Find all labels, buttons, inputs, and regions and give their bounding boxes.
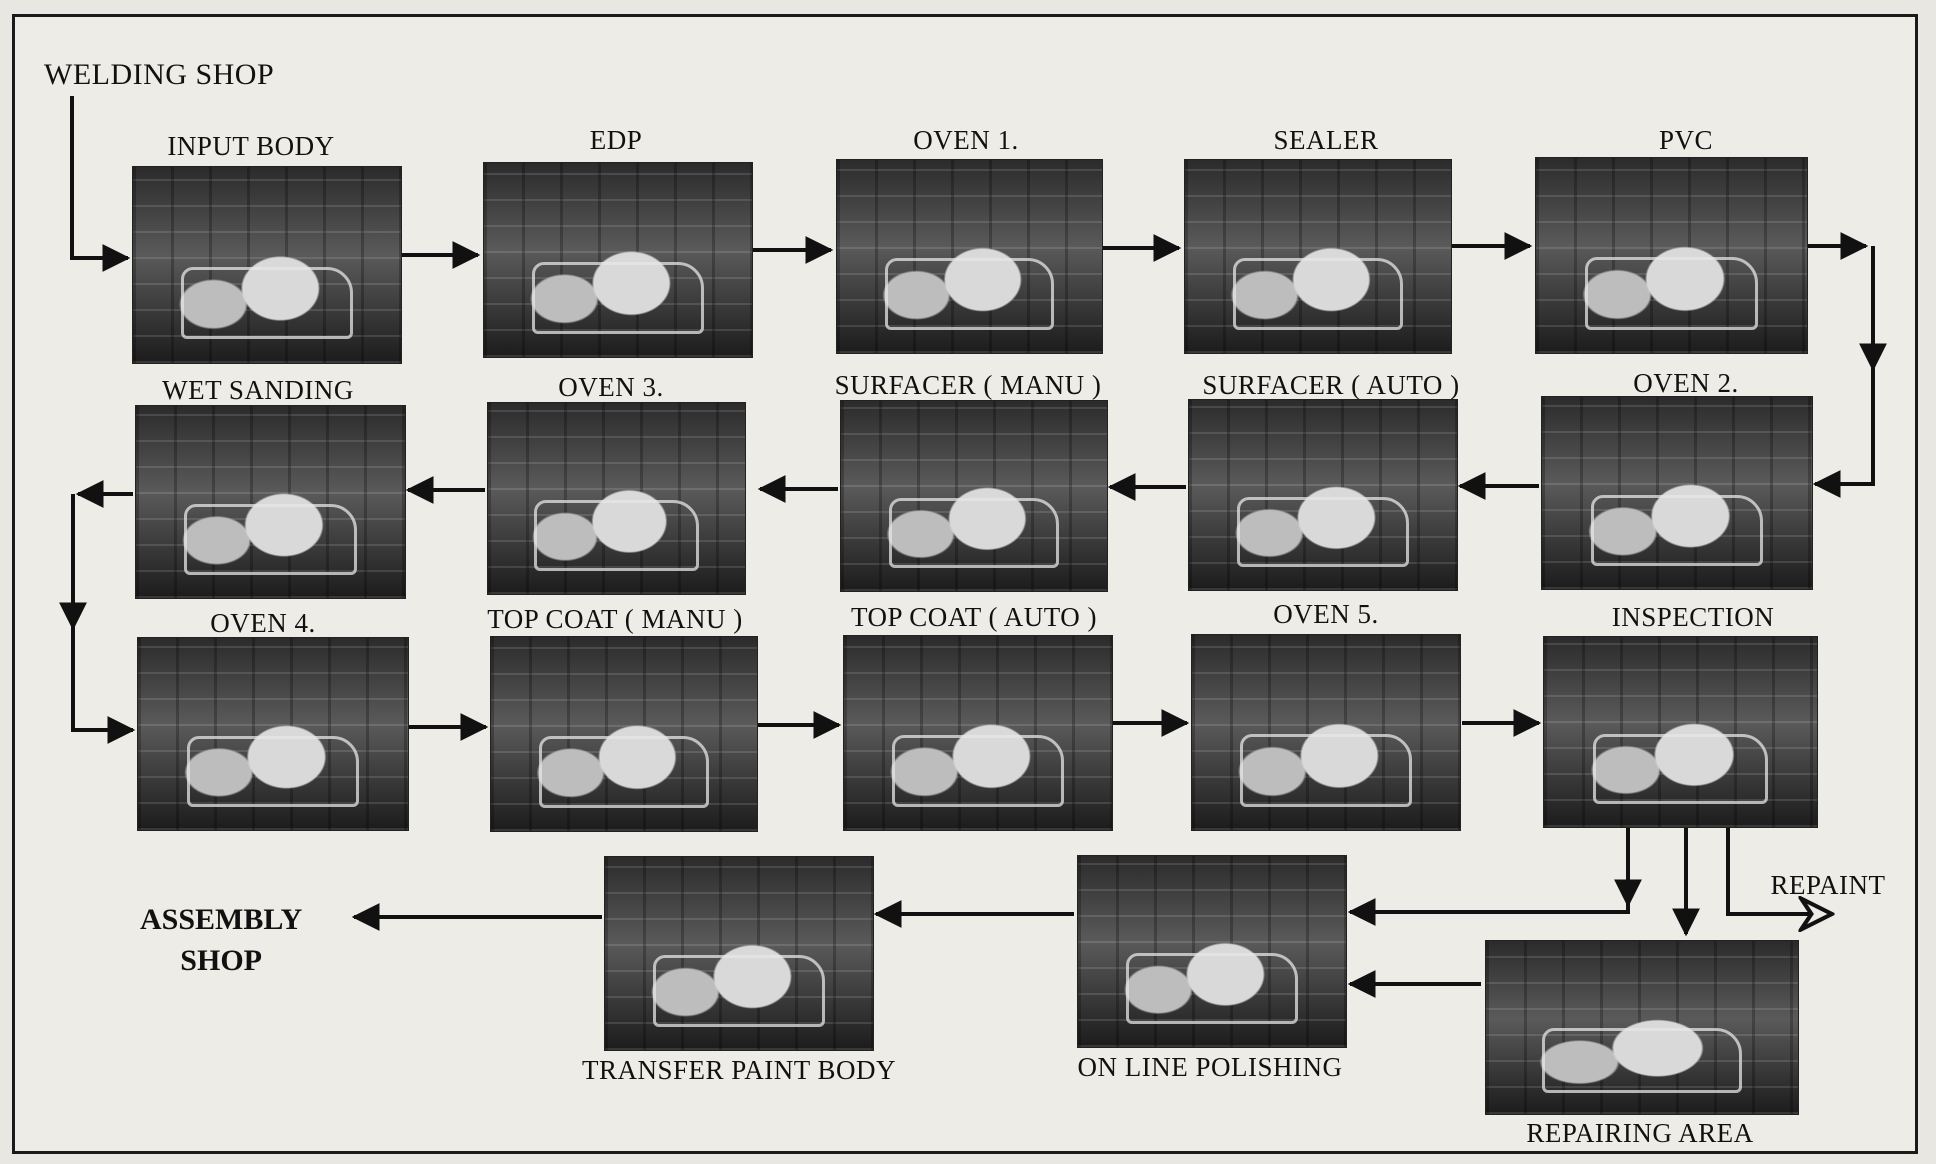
arrow-inspection-to-repaint xyxy=(1728,828,1832,914)
arrow-inspection-down-to-polishing xyxy=(1350,828,1628,912)
arrow-into-oven2 xyxy=(1815,369,1873,484)
arrow-into-oven4 xyxy=(73,628,133,730)
arrow-welding-to-input xyxy=(72,96,128,258)
